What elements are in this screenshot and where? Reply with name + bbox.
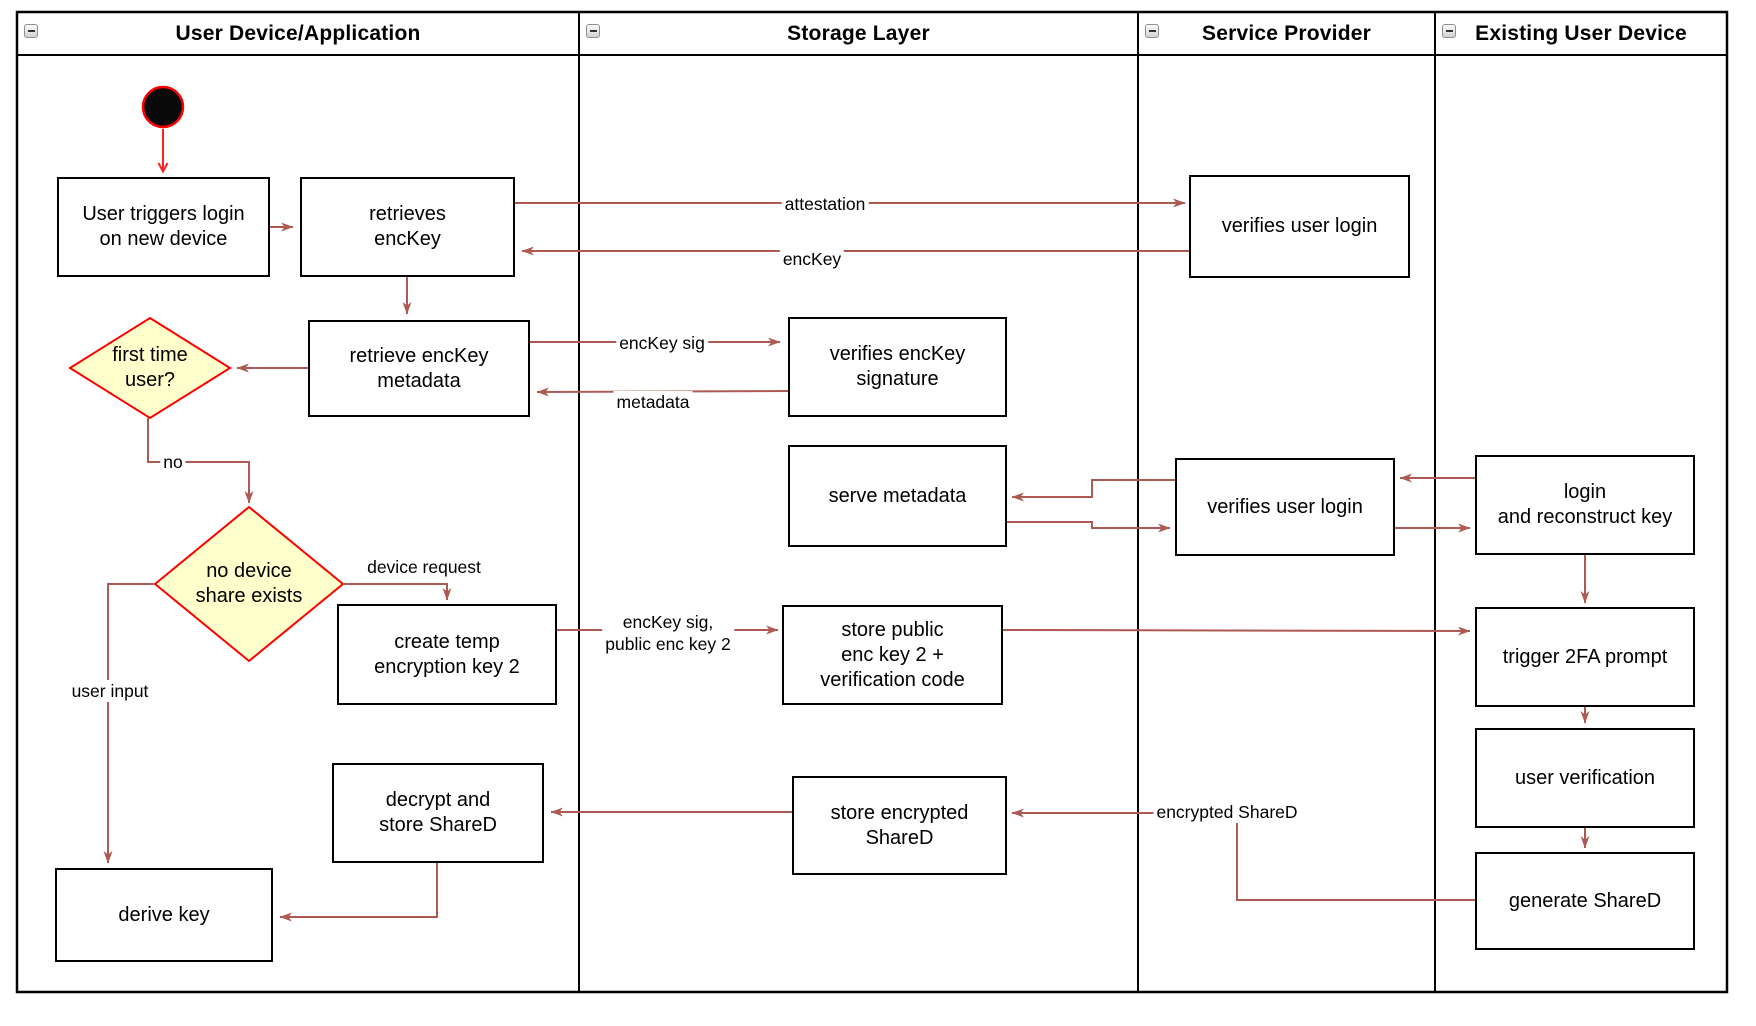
edge-user-input[interactable] bbox=[103, 583, 155, 864]
decision-first-time-user[interactable] bbox=[68, 316, 232, 420]
edge-label-user-input: user input bbox=[68, 680, 152, 702]
diagram-border bbox=[15, 10, 1729, 994]
edge-label-enckey-sig: encKey sig bbox=[616, 332, 708, 354]
start-node[interactable] bbox=[141, 85, 185, 129]
minus-icon bbox=[27, 30, 35, 32]
lane-header-3[interactable]: Existing User Device bbox=[1475, 21, 1687, 45]
lane-header-1[interactable]: Storage Layer bbox=[787, 21, 930, 45]
edge-decrypt-to-derive[interactable] bbox=[279, 863, 438, 922]
edge-serve-to-verifies2[interactable] bbox=[1007, 521, 1171, 533]
lane-header-0[interactable]: User Device/Application bbox=[175, 21, 421, 45]
collapse-button-3[interactable] bbox=[1442, 24, 1456, 38]
action-derive-key[interactable]: derive key bbox=[55, 868, 273, 962]
collapse-button-2[interactable] bbox=[1145, 24, 1159, 38]
action-verifies-enckey-signature[interactable]: verifies encKey signature bbox=[788, 317, 1007, 417]
action-decrypt-and-store-shared[interactable]: decrypt and store ShareD bbox=[332, 763, 544, 863]
minus-icon bbox=[1445, 30, 1453, 32]
action-store-public-enc-key-2[interactable]: store public enc key 2 + verification co… bbox=[782, 605, 1003, 705]
action-store-encrypted-shared[interactable]: store encrypted ShareD bbox=[792, 776, 1007, 875]
action-retrieve-enckey-metadata[interactable]: retrieve encKey metadata bbox=[308, 320, 530, 417]
edge-label-enckey-sig-pub-key-2: encKey sig, public enc key 2 bbox=[602, 611, 734, 655]
edge-verifies2-to-serve[interactable] bbox=[1011, 479, 1175, 502]
action-generate-shared[interactable]: generate ShareD bbox=[1475, 852, 1695, 950]
edge-label-attestation: attestation bbox=[781, 193, 869, 215]
edge-label-encrypted-shared: encrypted ShareD bbox=[1153, 801, 1301, 823]
action-verifies-user-login-1[interactable]: verifies user login bbox=[1189, 175, 1410, 278]
minus-icon bbox=[1148, 30, 1156, 32]
edge-to-trigger-2fa[interactable] bbox=[1002, 626, 1471, 636]
action-trigger-2fa-prompt[interactable]: trigger 2FA prompt bbox=[1475, 607, 1695, 707]
edge-label-metadata-return: metadata bbox=[613, 391, 693, 413]
edge-label-device-request: device request bbox=[364, 556, 484, 578]
action-retrieves-enckey[interactable]: retrieves encKey bbox=[300, 177, 515, 277]
edge-label-no-branch: no bbox=[160, 451, 186, 473]
edge-no-branch[interactable] bbox=[147, 418, 254, 504]
action-user-triggers-login[interactable]: User triggers login on new device bbox=[57, 177, 270, 277]
action-user-verification[interactable]: user verification bbox=[1475, 728, 1695, 828]
action-verifies-user-login-2[interactable]: verifies user login bbox=[1175, 458, 1395, 556]
lane-header-2[interactable]: Service Provider bbox=[1202, 21, 1371, 45]
edge-device-request[interactable] bbox=[343, 583, 452, 601]
collapse-button-0[interactable] bbox=[24, 24, 38, 38]
edge-label-enckey-return: encKey bbox=[779, 248, 845, 270]
decision-no-device-share-exists[interactable] bbox=[153, 505, 345, 663]
minus-icon bbox=[589, 30, 597, 32]
action-serve-metadata[interactable]: serve metadata bbox=[788, 445, 1007, 547]
edge-encrypted-shared[interactable] bbox=[1011, 808, 1475, 901]
action-login-and-reconstruct-key[interactable]: login and reconstruct key bbox=[1475, 455, 1695, 555]
action-create-temp-encryption-key-2[interactable]: create temp encryption key 2 bbox=[337, 604, 557, 705]
collapse-button-1[interactable] bbox=[586, 24, 600, 38]
